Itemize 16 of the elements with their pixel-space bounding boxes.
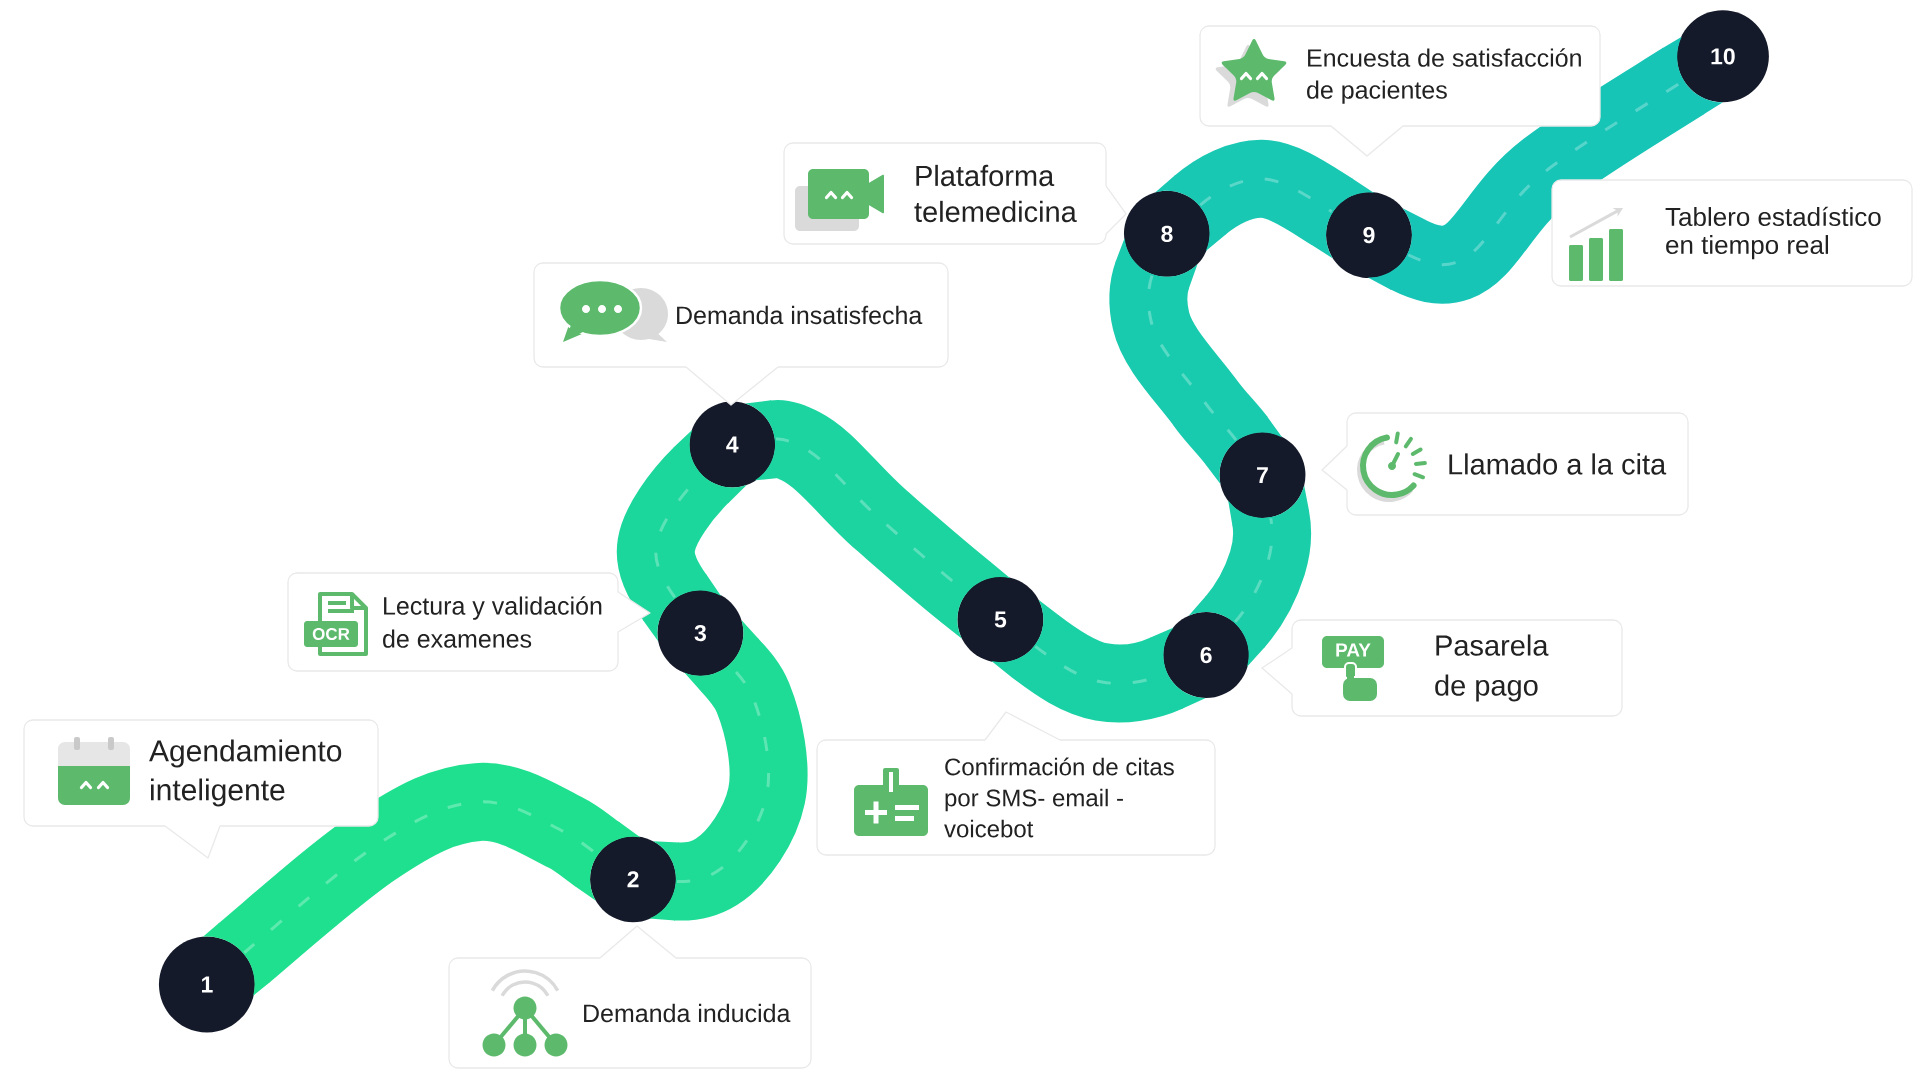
callout-box: Demanda inducida — [448, 925, 812, 1069]
road — [616, 429, 747, 642]
road — [1109, 237, 1283, 485]
road — [203, 762, 641, 996]
callout-box: Llamado a la cita — [1321, 412, 1689, 516]
callout-box: Tablero estadístico en tiempo real — [1551, 179, 1913, 287]
road — [745, 400, 1011, 639]
callout-box: Confirmación de citas por SMS- email - voicebot — [816, 711, 1216, 856]
icon-label: PAY — [1336, 643, 1371, 657]
road — [1367, 36, 1723, 304]
road — [991, 599, 1206, 723]
road — [1188, 485, 1312, 667]
road — [649, 620, 808, 921]
callout-box: Encuesta de satisfacción de pacientes — [1199, 25, 1601, 157]
road — [1155, 139, 1375, 259]
icon-label: OCR — [312, 628, 350, 640]
